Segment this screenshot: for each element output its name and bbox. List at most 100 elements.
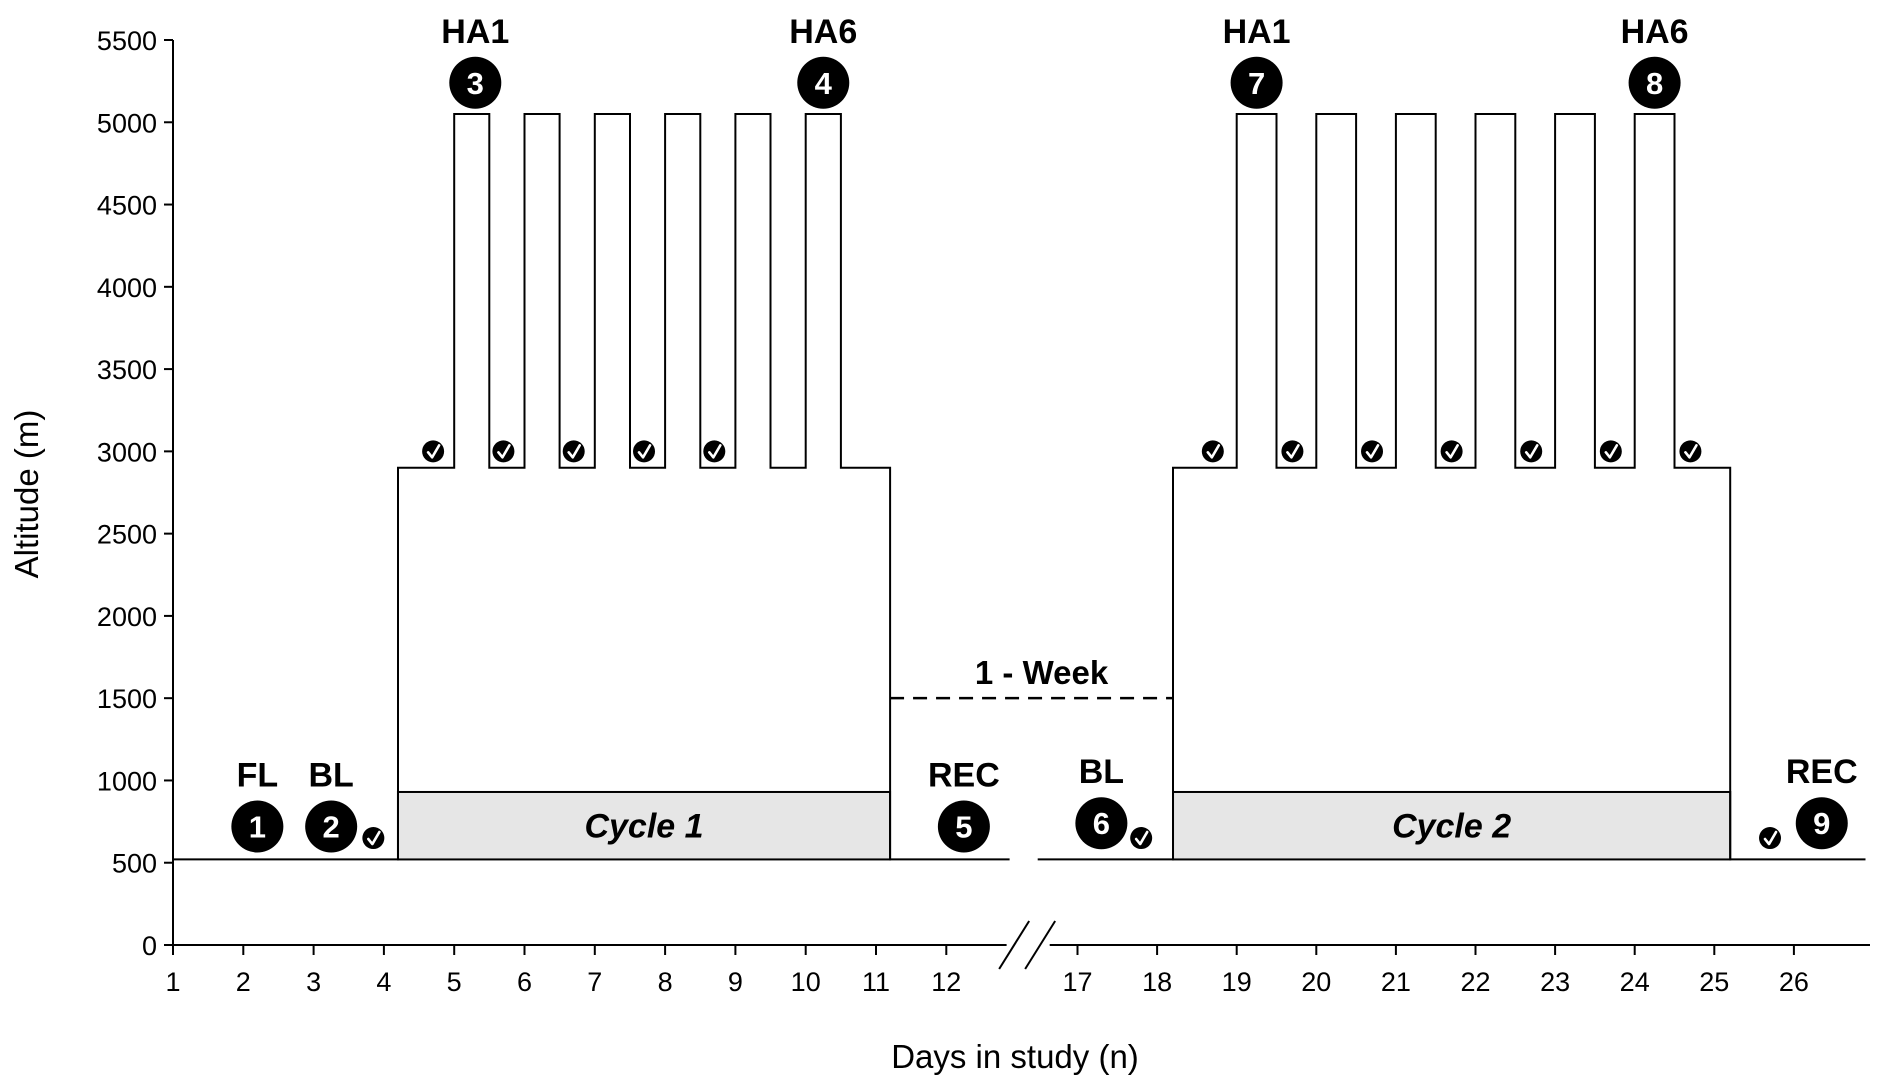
- cycle-label: Cycle 2: [1392, 808, 1511, 846]
- altitude-profile: [1037, 113, 1866, 861]
- x-tick-label: 23: [1540, 967, 1570, 997]
- altitude-profile-lines: [173, 113, 1866, 861]
- check-mark-badge: [492, 440, 515, 463]
- check-mark-icon: [567, 444, 582, 459]
- x-tick-label: 1: [165, 967, 180, 997]
- check-mark-badge: [1130, 827, 1153, 850]
- check-mark-icon: [1763, 830, 1778, 846]
- x-tick-label: 10: [791, 967, 821, 997]
- x-tick-label: 25: [1699, 967, 1729, 997]
- annotations: 1 - Week 1 FL 2 BL 3 HA1 4 HA6 5 REC 6 BL 7 HA1 8 HA6 9 RE…: [231, 13, 1858, 853]
- measurement-number: 6: [1093, 806, 1110, 841]
- measurement-number: 1: [249, 810, 266, 845]
- check-mark-badge: [1281, 440, 1304, 463]
- check-mark-icon: [497, 444, 511, 459]
- y-axis-title: Altitude (m): [8, 410, 45, 579]
- measurement-number: 7: [1248, 66, 1265, 101]
- cycle-label: Cycle 1: [584, 808, 703, 846]
- check-mark-icon: [1365, 444, 1380, 459]
- check-mark-icon: [426, 444, 441, 459]
- check-mark-badge: [633, 440, 656, 463]
- one-week-label: 1 - Week: [975, 654, 1109, 691]
- axes: 0 500 1000 1500 2000 2500 3000 3500 4000 4500 5000…: [97, 26, 1870, 997]
- x-tick-label: 5: [447, 967, 462, 997]
- x-tick-label: 22: [1460, 967, 1490, 997]
- check-mark-icon: [1286, 444, 1300, 459]
- check-mark-badge: [362, 827, 385, 850]
- measurement-label: REC: [928, 757, 1000, 795]
- measurement-marker: [937, 800, 990, 853]
- altitude-profile: [173, 113, 1010, 861]
- x-tick-label: 19: [1222, 967, 1252, 997]
- x-tick-label: 8: [658, 967, 673, 997]
- y-tick-label: 2000: [97, 602, 157, 632]
- check-mark-icon: [637, 444, 652, 459]
- check-mark-icon: [1445, 444, 1459, 459]
- measurement-marker: [449, 56, 502, 109]
- measurement-marker: [231, 800, 284, 853]
- x-axis-title: Days in study (n): [891, 1038, 1139, 1075]
- check-mark-badge: [422, 440, 445, 463]
- check-mark-icon: [1684, 444, 1698, 459]
- measurement-label: HA1: [441, 13, 509, 51]
- axis-break-mark: [1024, 920, 1056, 970]
- y-tick-label: 3500: [97, 355, 157, 385]
- x-tick-label: 26: [1779, 967, 1809, 997]
- axis-break-mark: [998, 920, 1030, 970]
- measurement-label: HA1: [1223, 13, 1291, 51]
- y-tick-label: 3000: [97, 437, 157, 467]
- measurement-number: 9: [1813, 806, 1830, 841]
- measurement-number: 2: [323, 810, 340, 845]
- measurement-number: 5: [955, 810, 972, 845]
- cycle-boxes: Cycle 1 Cycle 2: [396, 790, 1732, 861]
- y-tick-label: 5500: [97, 26, 157, 56]
- check-mark-badge: [1361, 440, 1384, 463]
- y-tick-label: 4000: [97, 273, 157, 303]
- measurement-marker: [1075, 797, 1128, 850]
- y-tick-label: 1000: [97, 766, 157, 796]
- x-tick-label: 12: [931, 967, 961, 997]
- check-mark-icon: [367, 830, 381, 846]
- measurement-label: HA6: [1621, 13, 1689, 51]
- x-tick-label: 4: [376, 967, 391, 997]
- check-mark-badge: [703, 440, 726, 463]
- measurement-marker: [797, 56, 850, 109]
- check-mark-badge: [1599, 440, 1622, 463]
- measurement-number: 8: [1646, 66, 1663, 101]
- measurement-label: BL: [1079, 753, 1124, 791]
- x-tick-label: 18: [1142, 967, 1172, 997]
- y-tick-label: 1500: [97, 684, 157, 714]
- measurement-label: REC: [1786, 753, 1858, 791]
- x-tick-label: 17: [1062, 967, 1092, 997]
- x-tick-label: 6: [517, 967, 532, 997]
- y-tick-label: 500: [112, 849, 157, 879]
- check-mark-icon: [708, 444, 722, 459]
- measurement-marker: [1795, 797, 1848, 850]
- measurement-marker: [305, 800, 358, 853]
- measurement-number: 3: [467, 66, 484, 101]
- measurement-marker: [1628, 56, 1681, 109]
- x-tick-label: 9: [728, 967, 743, 997]
- x-tick-label: 24: [1620, 967, 1650, 997]
- measurement-number: 4: [815, 66, 833, 101]
- x-tick-label: 7: [587, 967, 602, 997]
- x-tick-label: 20: [1301, 967, 1331, 997]
- measurement-label: FL: [237, 757, 279, 795]
- y-tick-label: 2500: [97, 520, 157, 550]
- y-tick-label: 5000: [97, 108, 157, 138]
- y-tick-label: 4500: [97, 191, 157, 221]
- x-tick-label: 2: [236, 967, 251, 997]
- check-mark-badge: [1201, 440, 1224, 463]
- check-mark-icon: [1134, 830, 1149, 846]
- cycle-box: [1172, 790, 1732, 861]
- x-tick-label: 21: [1381, 967, 1411, 997]
- measurement-label: BL: [309, 757, 354, 795]
- y-tick-label: 0: [142, 931, 157, 961]
- measurement-label: HA6: [789, 13, 857, 51]
- cycle-box: [396, 790, 892, 861]
- check-mark-badge: [1759, 827, 1782, 850]
- check-mark-badge: [562, 440, 585, 463]
- check-mark-icon: [1604, 444, 1619, 459]
- x-tick-label: 3: [306, 967, 321, 997]
